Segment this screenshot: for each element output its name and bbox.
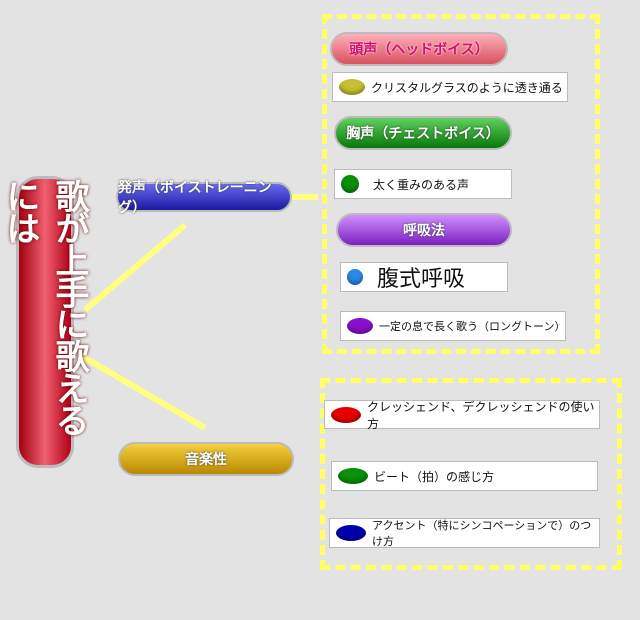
item-text: クレッシェンド、デクレッシェンドの使い方 [367, 399, 595, 431]
branch-musicality[interactable]: 音楽性 [118, 442, 294, 476]
voice-group-frame [322, 14, 600, 354]
green-dot-icon [341, 175, 359, 193]
branch-voice-training[interactable]: 発声（ボイストレーニング） [116, 180, 292, 216]
branch-label: 音楽性 [185, 452, 227, 468]
blue-dot-icon [336, 525, 366, 541]
item-text: アクセント（特にシンコペーションで）のつけ方 [372, 519, 592, 548]
item-long-tone[interactable]: 一定の息で長く歌う（ロングトーン） [340, 311, 566, 341]
item-abdominal-breathing[interactable]: 腹式呼吸 [340, 262, 508, 292]
node-chest-voice[interactable]: 胸声（チェストボイス） [334, 116, 512, 150]
yellow-dot-icon [339, 79, 365, 95]
node-breathing[interactable]: 呼吸法 [336, 213, 512, 247]
item-accent[interactable]: アクセント（特にシンコペーションで）のつけ方 [329, 518, 600, 548]
item-beat[interactable]: ビート（拍）の感じ方 [331, 461, 598, 491]
blue-dot-icon [347, 269, 363, 285]
node-label: 胸声（チェストボイス） [346, 126, 500, 142]
item-text: 一定の息で長く歌う（ロングトーン） [379, 320, 566, 333]
item-chest-voice[interactable]: 太く重みのある声 [334, 169, 512, 199]
item-text: 太く重みのある声 [373, 177, 470, 192]
red-dot-icon [331, 406, 361, 423]
item-text: ビート（拍）の感じ方 [374, 469, 495, 484]
root-node[interactable]: 歌が上手に歌えるには [0, 176, 89, 468]
item-head-voice[interactable]: クリスタルグラスのように透き通る [332, 72, 568, 102]
green-dot-icon [338, 468, 368, 484]
purple-dot-icon [347, 318, 373, 334]
item-text: クリスタルグラスのように透き通る [371, 80, 563, 95]
item-text: 腹式呼吸 [377, 267, 466, 292]
node-label: 頭声（ヘッドボイス） [349, 42, 489, 58]
music-group-frame [320, 378, 622, 570]
root-label: 歌が上手に歌えるには [0, 179, 89, 435]
node-label: 呼吸法 [403, 223, 445, 239]
item-crescendo[interactable]: クレッシェンド、デクレッシェンドの使い方 [324, 399, 600, 431]
branch-label: 発声（ボイストレーニング） [118, 180, 272, 216]
node-head-voice[interactable]: 頭声（ヘッドボイス） [330, 32, 508, 66]
